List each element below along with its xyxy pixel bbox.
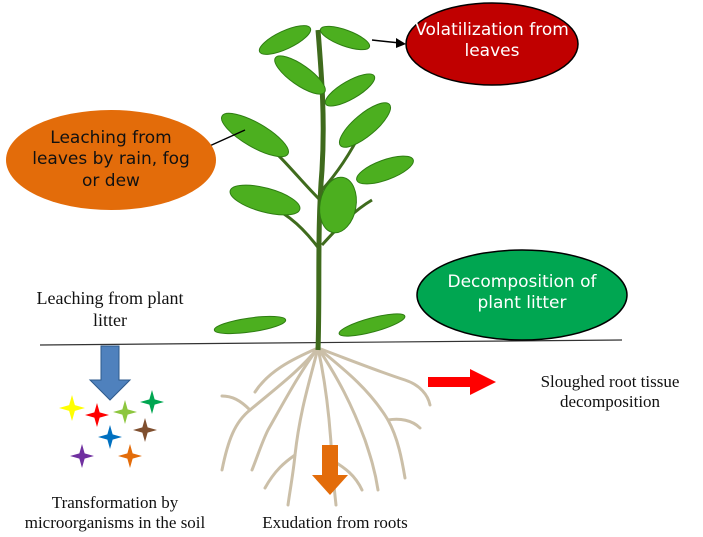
arrow-to-volatilization xyxy=(371,39,401,44)
plant-leaves xyxy=(213,25,414,337)
sloughed-label: Sloughed root tissue decomposition xyxy=(540,372,680,412)
microorganism-sparkle xyxy=(113,400,137,424)
exudation-arrow xyxy=(312,445,348,495)
microorganism-sparkles xyxy=(59,390,164,468)
microorganism-sparkle xyxy=(98,425,122,449)
sloughed-arrow xyxy=(428,369,496,395)
microorganism-sparkle xyxy=(70,444,94,468)
microorganism-sparkle xyxy=(118,444,142,468)
decomposition-label: Decomposition of plant litter xyxy=(447,272,597,314)
leaching-leaves-label: Leaching from leaves by rain, fog or dew xyxy=(32,128,190,191)
microorganism-sparkle xyxy=(133,418,157,442)
leaching-down-arrow xyxy=(88,345,132,401)
oval-volatilization xyxy=(405,2,579,86)
plant-stem xyxy=(315,29,326,351)
microorganism-sparkle xyxy=(140,390,164,414)
leaching-litter-label: Leaching from plant litter xyxy=(36,288,184,330)
oval-decomposition xyxy=(416,249,628,341)
microorganism-sparkle xyxy=(85,403,109,427)
soil-surface-line xyxy=(39,339,623,346)
arrow-to-leaching-leaves xyxy=(204,129,246,149)
microorganism-sparkle xyxy=(59,395,85,421)
transformation-label: Transformation by microorganisms in the … xyxy=(24,493,206,533)
exudation-label: Exudation from roots xyxy=(262,513,408,532)
oval-leaching-leaves xyxy=(6,110,216,210)
volatilization-label: Volatilization from leaves xyxy=(415,20,569,62)
plant-roots xyxy=(220,346,432,507)
